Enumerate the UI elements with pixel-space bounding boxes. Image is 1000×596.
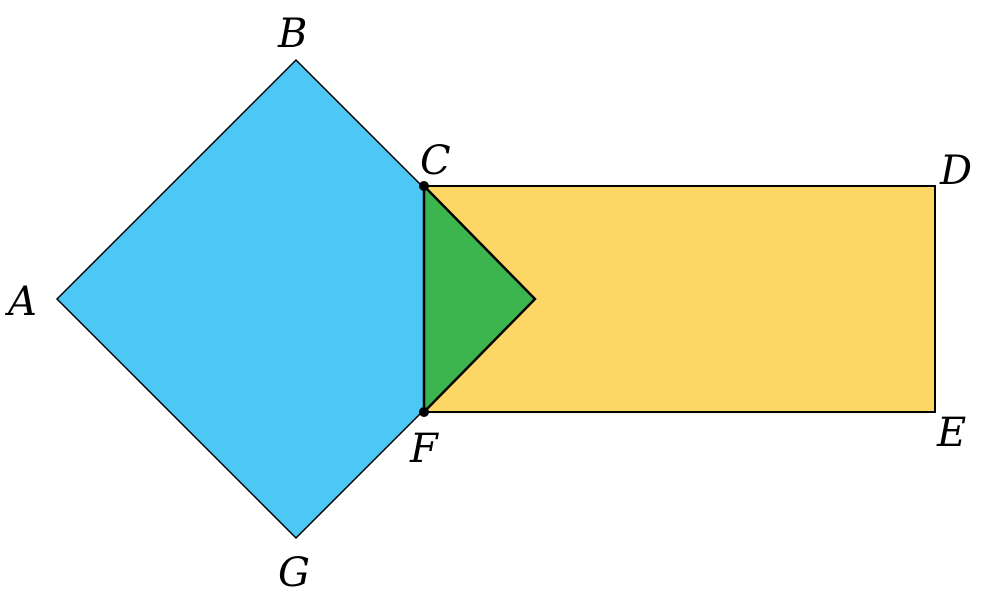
label-c: C: [420, 138, 451, 184]
label-f: F: [409, 426, 439, 472]
triangle-cf: [422, 182, 537, 416]
label-d: D: [939, 148, 972, 194]
label-e: E: [936, 410, 966, 456]
label-b: B: [277, 11, 307, 57]
label-g: G: [278, 550, 310, 596]
point-c-dot: [419, 181, 429, 191]
point-f-dot: [419, 407, 429, 417]
label-a: A: [4, 279, 37, 325]
